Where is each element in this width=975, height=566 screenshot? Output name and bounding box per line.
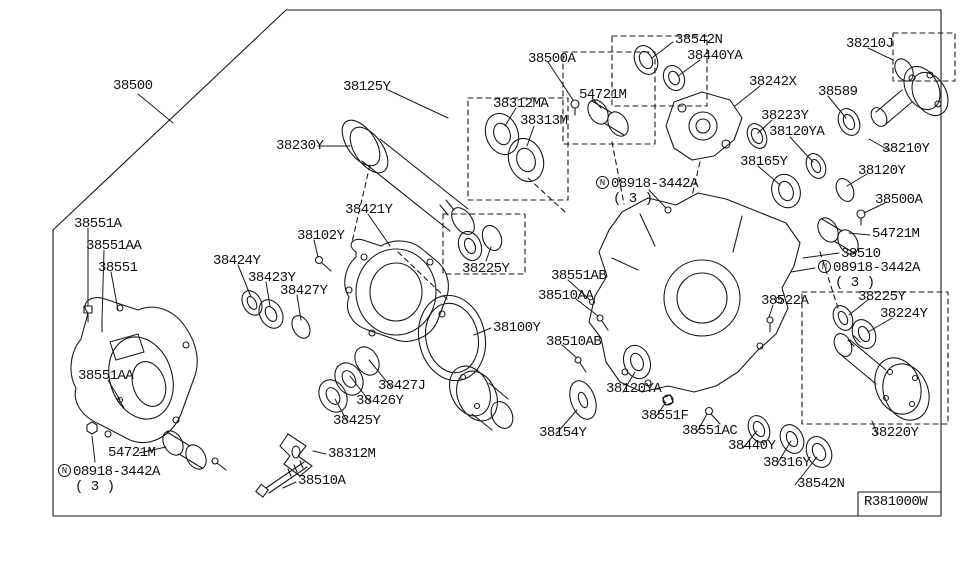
left-small-parts [83, 305, 313, 498]
right-output-assembly-shape [832, 305, 930, 421]
top-small-parts [570, 45, 866, 255]
part-label-38551: 38551 [98, 260, 138, 276]
part-label-38510: 38510 [841, 246, 881, 262]
circled-n-icon: N [818, 260, 831, 273]
part-qty: ( 3 ) [75, 479, 115, 496]
part-label-38424y: 38424Y [213, 253, 261, 269]
part-label-38551aa-low: 38551AA [78, 368, 134, 384]
main-housing-shape [574, 192, 801, 393]
circled-n-icon: N [596, 176, 609, 189]
part-label-38210y: 38210Y [882, 141, 930, 157]
part-label-38510a: 38510A [298, 473, 346, 489]
part-label-54721m-top: 54721M [579, 87, 627, 103]
part-label-38500a-right: 38500A [875, 192, 923, 208]
part-label-38551f: 38551F [641, 408, 689, 424]
part-qty: ( 3 ) [613, 191, 653, 208]
part-number: 08918-3442A [73, 464, 160, 480]
part-label-38220y: 38220Y [871, 425, 919, 441]
pinion-assembly-shape [870, 58, 949, 127]
circled-n-icon: N [58, 464, 71, 477]
diagram-border [52, 9, 942, 517]
part-label-38500a-top: 38500A [528, 51, 576, 67]
part-label-38210j: 38210J [846, 36, 894, 52]
part-qty: ( 3 ) [835, 275, 875, 292]
part-label-38316y: 38316Y [763, 455, 811, 471]
part-label-38551ac: 38551AC [682, 423, 738, 439]
part-label-38427j: 38427J [378, 378, 426, 394]
part-label-38100y: 38100Y [493, 320, 541, 336]
part-label-38426y: 38426Y [356, 393, 404, 409]
part-label-38102y: 38102Y [297, 228, 345, 244]
dashed-construction-lines [351, 32, 956, 425]
part-label-38542n-low: 38542N [797, 476, 845, 492]
part-label-38421y: 38421Y [345, 202, 393, 218]
part-label-38542n-top: 38542N [675, 32, 723, 48]
side-shaft-shape [314, 119, 475, 272]
part-label-38230y: 38230Y [276, 138, 324, 154]
part-label-38165y: 38165Y [740, 154, 788, 170]
carrier-shape [344, 238, 449, 342]
part-label-54721m-right: 54721M [872, 226, 920, 242]
part-label-38510ab: 38510AB [546, 334, 602, 350]
part-label-38120ya-low: 38120YA [606, 381, 662, 397]
part-label-38313m: 38313M [520, 113, 568, 129]
part-label-38223y: 38223Y [761, 108, 809, 124]
part-label-38125y: 38125Y [343, 79, 391, 95]
part-label-38440ya: 38440YA [687, 48, 743, 64]
part-label-38120ya-top: 38120YA [769, 124, 825, 140]
part-label-38589: 38589 [818, 84, 858, 100]
part-label-38225y-mid: 38225Y [462, 261, 510, 277]
part-label-38510aa: 38510AA [538, 288, 594, 304]
part-label-38242x: 38242X [749, 74, 797, 90]
part-label-38224y: 38224Y [880, 306, 928, 322]
part-number: 08918-3442A [833, 260, 920, 276]
part-label-38154y: 38154Y [539, 425, 587, 441]
ring-and-flange [417, 294, 597, 431]
part-label-38427y: 38427Y [280, 283, 328, 299]
part-label-38522a: 38522A [761, 293, 809, 309]
part-number: 08918-3442A [611, 176, 698, 192]
part-label-38500: 38500 [113, 78, 153, 94]
center-bearings [241, 112, 545, 413]
part-label-54721m-low: 54721M [108, 445, 156, 461]
part-label-38440y: 38440Y [728, 438, 776, 454]
lower-small-parts [622, 344, 833, 468]
drawing-ref-code: R381000W [864, 494, 928, 510]
leader-lines [87, 41, 894, 489]
part-label-38551ab: 38551AB [551, 268, 607, 284]
part-label-38551a: 38551A [74, 216, 122, 232]
part-label-38120y: 38120Y [858, 163, 906, 179]
part-label-38551aa-top: 38551AA [86, 238, 142, 254]
part-label-38425y: 38425Y [333, 413, 381, 429]
part-label-38225y-right: 38225Y [858, 289, 906, 305]
left-cover-shape [70, 297, 198, 444]
part-label-38312m: 38312M [328, 446, 376, 462]
part-label-38312ma: 38312MA [493, 96, 549, 112]
part-label-38423y: 38423Y [248, 270, 296, 286]
